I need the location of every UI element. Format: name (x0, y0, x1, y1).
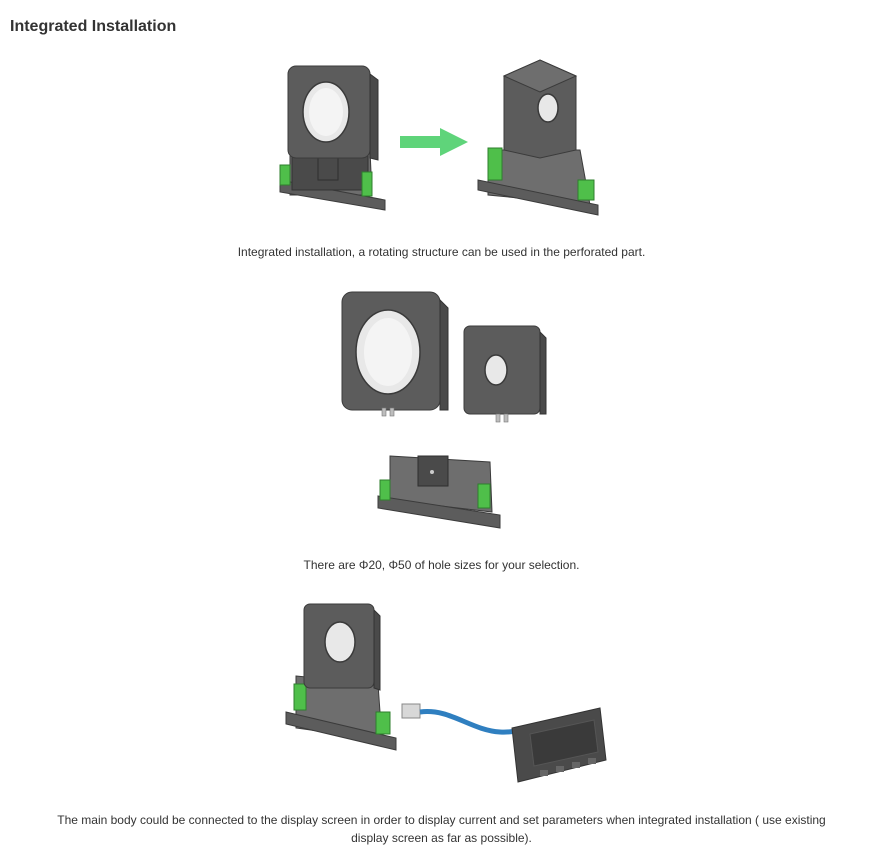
figure-caption: There are Φ20, Φ50 of hole sizes for you… (303, 558, 580, 572)
sensor-device-rotated (477, 59, 599, 216)
figure-caption: Integrated installation, a rotating stru… (237, 245, 646, 259)
rotating-structure-illustration (279, 59, 599, 216)
sensor-with-ring (285, 603, 397, 751)
ring-phi50 (341, 291, 449, 417)
sensor-base (377, 455, 501, 529)
section-title: Integrated Installation (10, 18, 177, 35)
display-screen (511, 707, 607, 783)
figure-caption: The main body could be connected to the … (57, 813, 826, 845)
hole-sizes-illustration (341, 291, 547, 529)
arrow-right-icon (400, 128, 468, 156)
sensor-device-upright (279, 65, 386, 211)
display-connection-illustration (285, 603, 607, 783)
ring-phi20 (463, 325, 547, 423)
